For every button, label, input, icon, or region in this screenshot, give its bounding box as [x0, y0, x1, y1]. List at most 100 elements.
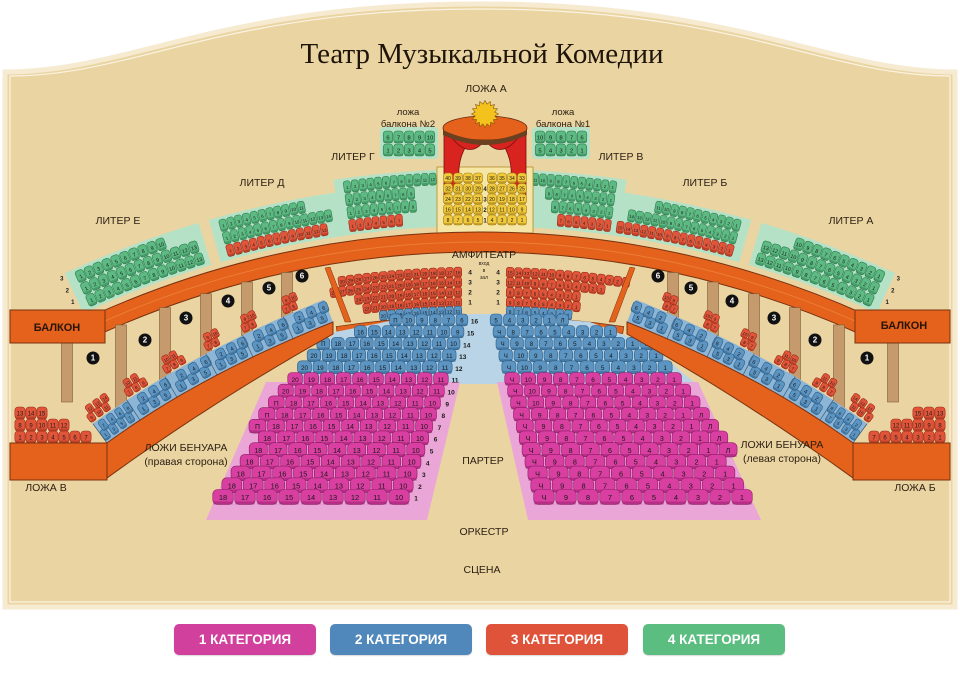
seat[interactable]: 14 [378, 383, 395, 398]
seat[interactable]: 7 [539, 337, 553, 351]
seat[interactable]: 6 [569, 176, 579, 189]
seat[interactable]: 4 [603, 348, 619, 362]
seat[interactable]: 19 [312, 360, 328, 374]
seat[interactable]: 20 [387, 290, 396, 302]
seat[interactable]: 10 [703, 310, 713, 321]
seat[interactable]: 6 [591, 383, 608, 398]
seat[interactable]: 27 [362, 272, 372, 284]
seat[interactable]: 1 [731, 218, 742, 232]
seat[interactable]: 6 [573, 348, 588, 362]
seat[interactable]: 3 [97, 273, 110, 288]
seat[interactable]: 8 [288, 300, 298, 312]
seat[interactable]: 4 [264, 323, 277, 337]
seat[interactable]: 4 [610, 360, 626, 374]
seat[interactable]: 1 [683, 395, 701, 410]
seat[interactable]: 17 [302, 395, 320, 410]
seat[interactable]: 10 [446, 337, 461, 351]
seat[interactable]: 9 [528, 348, 543, 362]
seat[interactable]: 20 [277, 383, 294, 398]
seat[interactable]: 22 [362, 302, 372, 314]
seat[interactable]: 2 [83, 265, 96, 280]
seat[interactable]: 13 [760, 240, 772, 255]
seat[interactable]: 26 [370, 271, 380, 283]
seat[interactable]: 16 [443, 204, 453, 215]
seat[interactable]: 13 [437, 297, 446, 309]
seat[interactable]: 39 [453, 172, 463, 184]
seat[interactable]: 10 [789, 354, 800, 365]
seat[interactable]: 13 [473, 204, 483, 215]
seat[interactable]: 16 [367, 348, 382, 362]
seat[interactable]: 5 [424, 143, 436, 157]
seat[interactable]: 14 [623, 222, 633, 236]
seat[interactable]: 3 [358, 178, 367, 192]
seat[interactable]: 3 [641, 383, 658, 398]
seat[interactable]: 17 [345, 337, 360, 351]
seat[interactable]: 8 [403, 130, 415, 144]
seat[interactable]: 13 [412, 348, 427, 362]
seat[interactable]: 21 [370, 302, 380, 313]
seat[interactable]: 7 [128, 247, 140, 262]
seat[interactable]: 24 [387, 270, 396, 282]
seat[interactable]: 2 [717, 241, 727, 255]
seat[interactable]: 1 [382, 143, 394, 157]
seat[interactable]: 4 [841, 269, 854, 284]
seat[interactable]: 11 [168, 350, 179, 361]
seat[interactable]: 15 [420, 298, 429, 309]
seat[interactable]: 2 [654, 311, 668, 325]
seat[interactable]: 4 [47, 430, 59, 444]
seat[interactable]: 5 [121, 278, 133, 292]
seat[interactable]: 7 [579, 395, 597, 410]
seat[interactable]: 1 [657, 360, 673, 374]
seat[interactable]: 3 [713, 227, 723, 241]
seat[interactable]: 7 [820, 247, 832, 262]
seat[interactable]: 36 [487, 172, 497, 184]
seat[interactable]: Л [692, 407, 710, 422]
seat[interactable]: 12 [417, 372, 433, 386]
seat[interactable]: 2 [350, 179, 360, 193]
seat[interactable]: 9 [669, 295, 679, 306]
seat[interactable]: 16 [352, 372, 368, 386]
seat[interactable]: 4 [642, 306, 655, 320]
seat[interactable]: 12 [530, 268, 540, 279]
seat[interactable]: 3 [576, 325, 590, 339]
seat[interactable]: 12 [58, 418, 70, 432]
seat[interactable]: 16 [344, 383, 361, 398]
seat[interactable]: 9 [536, 372, 553, 386]
seat[interactable]: 3 [580, 281, 590, 293]
seat[interactable]: 10 [424, 130, 436, 144]
seat[interactable]: 4 [487, 214, 497, 226]
seat[interactable]: 7 [678, 232, 688, 246]
seat[interactable]: 17 [344, 360, 359, 374]
seat[interactable]: 7 [556, 214, 565, 227]
seat[interactable]: 17 [403, 299, 413, 310]
seat[interactable]: 5 [643, 489, 665, 505]
seat[interactable]: 9 [202, 331, 213, 343]
seat[interactable]: 9 [517, 204, 527, 215]
seat[interactable]: 12 [179, 243, 191, 258]
seat[interactable]: 2 [175, 368, 188, 382]
seat[interactable]: 15 [368, 372, 384, 386]
seat[interactable]: 5 [748, 365, 761, 379]
seat[interactable]: 2 [588, 282, 598, 294]
seat[interactable]: 7 [747, 340, 757, 352]
seat[interactable]: 6 [829, 250, 841, 265]
seat[interactable]: 3 [649, 395, 666, 410]
seat[interactable]: 1 [74, 269, 87, 283]
seat[interactable]: 17 [285, 419, 304, 434]
seat[interactable]: 2 [810, 391, 824, 405]
seat[interactable]: 9 [791, 264, 803, 279]
seat[interactable]: 18 [437, 267, 446, 279]
seat[interactable]: 9 [510, 337, 524, 351]
seat[interactable]: 7 [522, 287, 531, 299]
seat[interactable]: 1 [99, 428, 111, 441]
seat[interactable]: 8 [934, 418, 946, 432]
seat[interactable]: 7 [272, 232, 282, 246]
seat[interactable]: 9 [451, 325, 465, 339]
seat[interactable]: 25 [378, 271, 388, 283]
seat[interactable]: 6 [553, 337, 568, 351]
seat[interactable]: 1 [731, 489, 753, 505]
seat[interactable]: 11 [47, 418, 59, 432]
seat[interactable]: 15 [374, 337, 388, 351]
seat[interactable]: 9 [544, 395, 562, 410]
seat[interactable]: 3 [597, 337, 611, 351]
